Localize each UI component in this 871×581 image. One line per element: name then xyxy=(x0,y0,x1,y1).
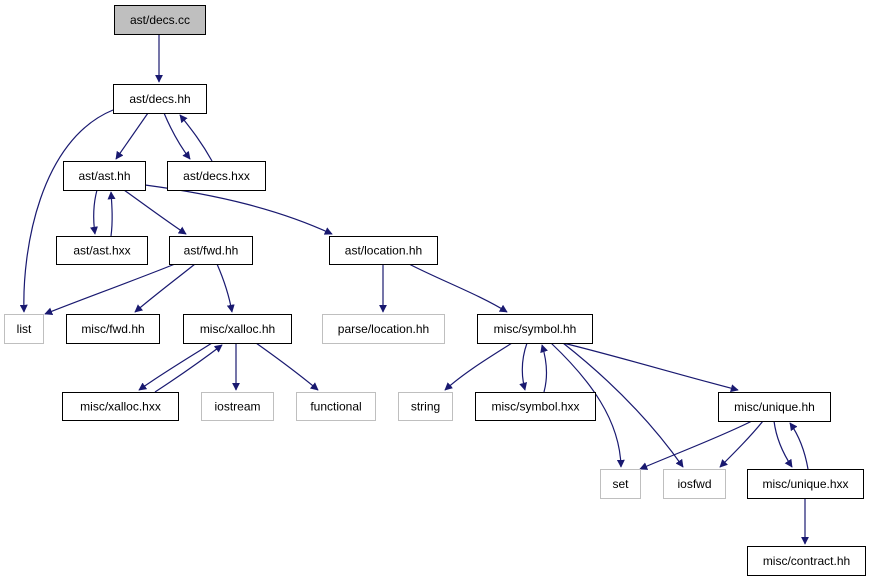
node-misc-fwd-hh[interactable]: misc/fwd.hh xyxy=(66,314,160,344)
node-decs-hh[interactable]: ast/decs.hh xyxy=(113,84,207,114)
node-xalloc-hxx[interactable]: misc/xalloc.hxx xyxy=(62,392,179,421)
edge-symbol-hh-to-iosfwd xyxy=(562,342,684,468)
node-label: ast/location.hh xyxy=(345,244,422,258)
node-parse-location-hh: parse/location.hh xyxy=(322,314,445,344)
node-ast-hh[interactable]: ast/ast.hh xyxy=(63,161,146,191)
node-box xyxy=(329,236,438,265)
node-decs-hxx[interactable]: ast/decs.hxx xyxy=(167,161,266,191)
edge-unique-hh-to-set xyxy=(639,420,753,470)
edge-ast-hh-to-location-hh xyxy=(144,184,333,235)
node-box xyxy=(201,392,274,421)
node-decs-cc[interactable]: ast/decs.cc xyxy=(114,5,206,35)
node-label: misc/unique.hh xyxy=(734,400,815,414)
node-label: misc/symbol.hxx xyxy=(491,400,579,414)
node-label: misc/contract.hh xyxy=(763,554,850,568)
edge-fwd-hh-to-list xyxy=(44,263,176,316)
node-label: misc/unique.hxx xyxy=(762,477,848,491)
edge-symbol-hh-to-set xyxy=(550,342,625,468)
node-unique-hxx[interactable]: misc/unique.hxx xyxy=(747,469,864,499)
node-box xyxy=(66,314,160,344)
node-iosfwd: iosfwd xyxy=(663,469,726,499)
edge-decs-hh-to-decs-hxx xyxy=(163,112,191,160)
edge-unique-hh-to-iosfwd xyxy=(719,420,764,468)
node-label: ast/ast.hh xyxy=(78,169,130,183)
edge-ast-hh-to-ast-hxx xyxy=(90,189,98,235)
node-iostream: iostream xyxy=(201,392,274,421)
edge-ast-hh-to-fwd-hh xyxy=(123,189,187,235)
node-functional: functional xyxy=(296,392,376,421)
edges-layer xyxy=(19,34,809,545)
node-location-hh[interactable]: ast/location.hh xyxy=(329,236,438,265)
node-label: iostream xyxy=(214,400,260,414)
node-symbol-hh[interactable]: misc/symbol.hh xyxy=(477,314,593,344)
node-box xyxy=(183,314,292,344)
node-ast-hxx[interactable]: ast/ast.hxx xyxy=(56,236,148,265)
node-box xyxy=(398,392,453,421)
edge-xalloc-hh-to-xalloc-hxx xyxy=(138,342,213,391)
node-box xyxy=(475,392,596,421)
node-string: string xyxy=(398,392,453,421)
edge-unique-hh-to-unique-hxx xyxy=(773,420,793,468)
edge-fwd-hh-to-misc-fwd-hh xyxy=(134,263,196,313)
node-label: string xyxy=(411,400,440,414)
edge-symbol-hh-to-symbol-hxx xyxy=(519,342,528,391)
edge-location-hh-to-symbol-hh xyxy=(408,263,508,313)
node-box xyxy=(113,84,207,114)
node-label: misc/xalloc.hh xyxy=(200,322,275,336)
node-label: misc/fwd.hh xyxy=(81,322,144,336)
node-contract-hh[interactable]: misc/contract.hh xyxy=(747,546,866,576)
edge-xalloc-hh-to-functional xyxy=(255,342,319,391)
node-list: list xyxy=(4,314,44,344)
node-box xyxy=(114,5,206,35)
edge-decs-hh-to-list xyxy=(19,109,114,313)
node-unique-hh[interactable]: misc/unique.hh xyxy=(718,392,831,422)
node-box xyxy=(747,546,866,576)
edge-ast-hxx-to-ast-hh xyxy=(107,191,116,237)
node-box xyxy=(600,469,641,499)
edge-unique-hxx-to-unique-hh xyxy=(789,422,809,470)
node-box xyxy=(63,161,146,191)
edge-symbol-hxx-to-symbol-hh xyxy=(540,344,548,393)
node-set: set xyxy=(600,469,641,499)
node-label: ast/decs.cc xyxy=(130,13,190,27)
node-label: ast/decs.hxx xyxy=(183,169,250,183)
node-label: parse/location.hh xyxy=(338,322,429,336)
node-label: ast/fwd.hh xyxy=(184,244,239,258)
node-symbol-hxx[interactable]: misc/symbol.hxx xyxy=(475,392,596,421)
node-label: misc/symbol.hh xyxy=(494,322,577,336)
node-fwd-hh[interactable]: ast/fwd.hh xyxy=(169,236,253,265)
node-xalloc-hh[interactable]: misc/xalloc.hh xyxy=(183,314,292,344)
nodes-layer: ast/decs.cc ast/decs.hh ast/ast.hh ast/decs… xyxy=(4,5,866,576)
node-label: iosfwd xyxy=(677,477,711,491)
node-box xyxy=(62,392,179,421)
node-label: ast/ast.hxx xyxy=(73,244,130,258)
edge-xalloc-hxx-to-xalloc-hh xyxy=(154,344,223,393)
node-box xyxy=(4,314,44,344)
node-label: functional xyxy=(310,400,361,414)
edge-decs-hh-to-ast-hh xyxy=(115,112,149,160)
edge-symbol-hh-to-unique-hh xyxy=(562,342,739,393)
node-label: ast/decs.hh xyxy=(129,92,190,106)
node-box xyxy=(167,161,266,191)
node-box xyxy=(56,236,148,265)
edge-decs-hxx-to-decs-hh xyxy=(179,114,213,162)
node-box xyxy=(296,392,376,421)
edge-fwd-hh-to-xalloc-hh xyxy=(216,263,235,313)
node-box xyxy=(747,469,864,499)
edge-symbol-hh-to-string xyxy=(444,342,513,391)
node-label: set xyxy=(612,477,629,491)
node-label: list xyxy=(17,322,32,336)
node-label: misc/xalloc.hxx xyxy=(80,400,161,414)
node-box xyxy=(322,314,445,344)
node-box xyxy=(477,314,593,344)
node-box xyxy=(169,236,253,265)
node-box xyxy=(718,392,831,422)
node-box xyxy=(663,469,726,499)
